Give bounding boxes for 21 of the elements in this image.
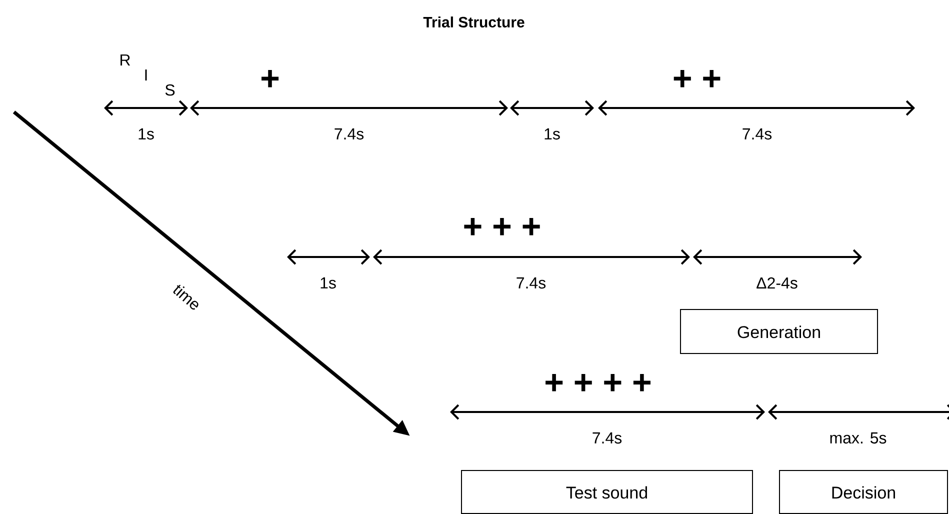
duration-label: 7.4s [516,277,546,289]
phase-box: Decision [779,470,948,514]
duration-label: 1s [320,277,336,289]
letter-label: I [145,70,147,80]
phase-box: Generation [680,309,878,354]
fixation-cross: + + + [464,218,540,236]
duration-label: 1s [544,128,560,140]
duration-label: 7.4s [742,128,772,140]
duration-label: Δ2-4s [756,277,798,289]
phase-box: Test sound [461,470,754,514]
duration-label: max. 5s [830,432,886,444]
duration-label: 7.4s [592,432,622,444]
fixation-cross: + + [674,70,720,88]
fixation-cross: + + + + [546,374,650,392]
time-label: time [173,284,198,310]
letter-label: R [120,54,130,66]
letter-label: S [165,84,175,96]
title: Trial Structure [423,16,524,28]
duration-label: 1s [138,128,154,140]
fixation-cross: + [262,70,279,88]
duration-label: 7.4s [334,128,364,140]
